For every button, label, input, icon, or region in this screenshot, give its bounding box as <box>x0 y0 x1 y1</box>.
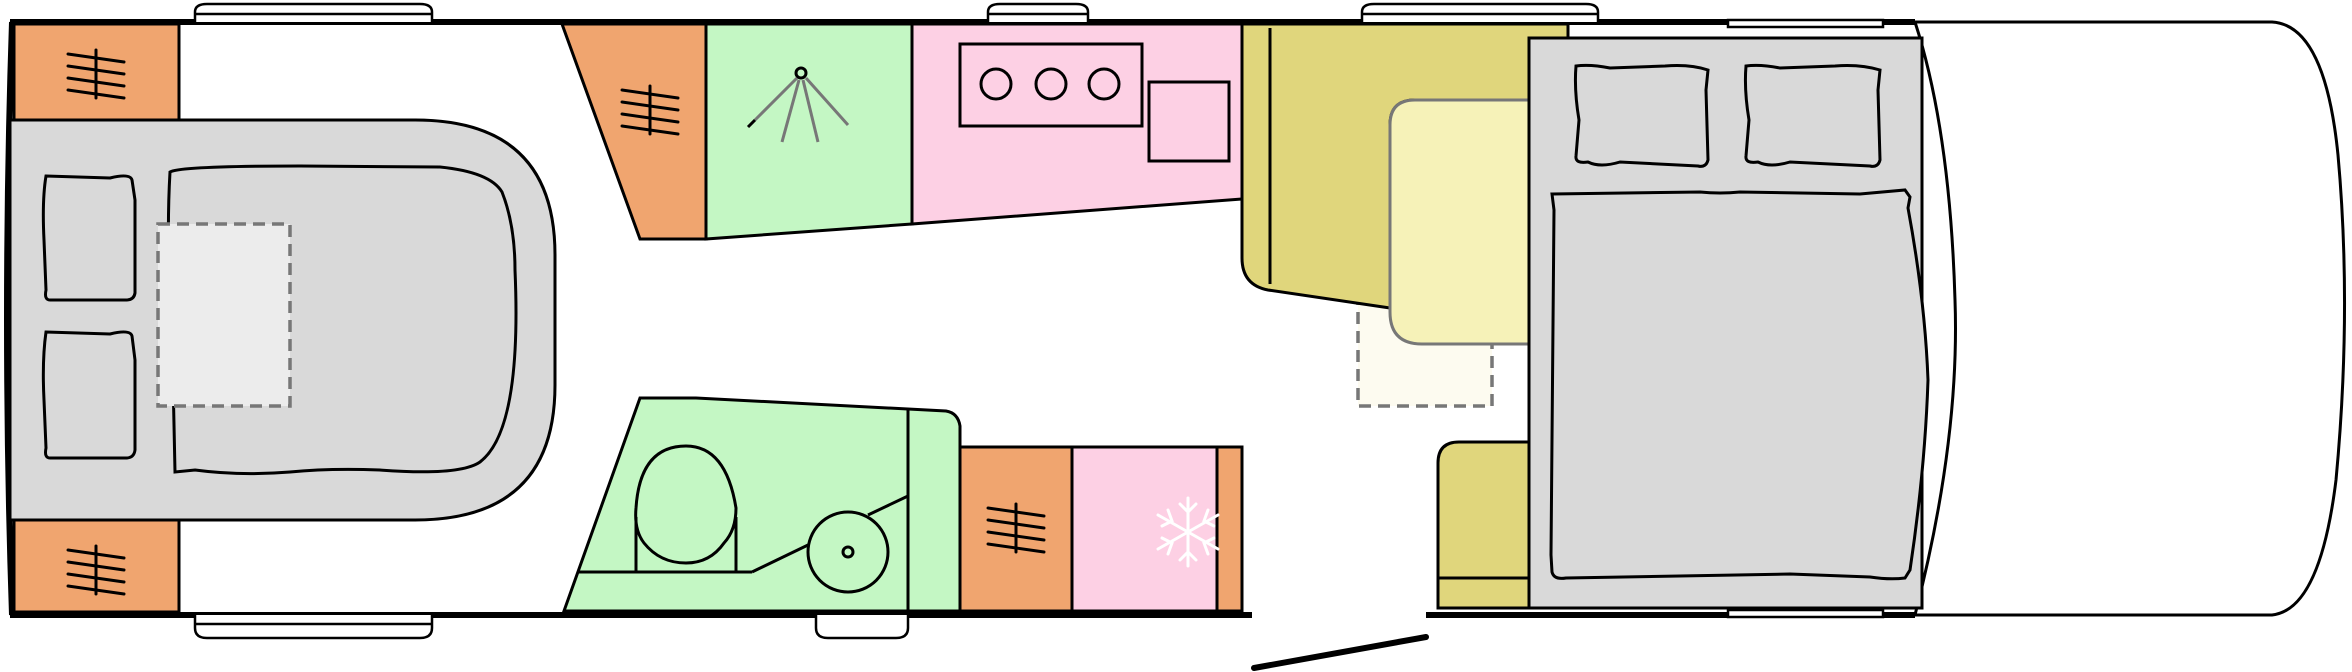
hanging-rail-icon <box>620 84 680 136</box>
kitchen <box>910 22 1244 226</box>
shower-cubicle[interactable] <box>704 22 914 241</box>
rear-wall <box>4 21 15 616</box>
cab-window-top <box>1726 18 1885 29</box>
seat-bench-lower[interactable] <box>1436 440 1531 610</box>
washbasin-back <box>867 494 909 517</box>
cab-front-outline <box>1913 20 2347 617</box>
sink-icon[interactable] <box>1147 80 1231 163</box>
entrance-door-icon[interactable] <box>1251 634 1429 671</box>
pillow-icon <box>41 174 137 302</box>
pillow-icon <box>1743 63 1882 168</box>
hob-burner-icon[interactable] <box>1087 67 1121 101</box>
window-bottom-2 <box>814 615 910 640</box>
washbasin-drain <box>841 545 855 559</box>
skylight-rear <box>156 222 292 408</box>
front-bed-duvet[interactable] <box>1549 188 1930 581</box>
hob-burner-icon[interactable] <box>979 67 1013 101</box>
wardrobe-washroom[interactable] <box>559 22 708 241</box>
hob-burner-icon[interactable] <box>1034 67 1068 101</box>
wardrobe-bottom-narrow[interactable] <box>1215 445 1244 613</box>
side-windows <box>193 2 1885 640</box>
front-seating <box>1240 22 1570 610</box>
window-bottom-1 <box>193 615 434 640</box>
cab-window-bottom <box>1726 608 1885 619</box>
toilet-room <box>561 396 962 613</box>
washbasin-counter <box>751 543 809 574</box>
pillow-icon <box>1573 63 1710 168</box>
pillow-icon <box>41 330 137 460</box>
front-bed <box>1527 36 1930 610</box>
fridge-snowflake-icon <box>1156 496 1220 568</box>
hanging-rail-icon <box>66 48 126 100</box>
fridge-block <box>958 445 1244 613</box>
washroom-shower-area <box>559 22 914 241</box>
hanging-rail-icons <box>66 48 1046 596</box>
hanging-rail-icon <box>66 544 126 596</box>
hanging-rail-icon <box>986 502 1046 554</box>
shower-head-icon <box>746 66 850 143</box>
seat-cushion[interactable] <box>1388 98 1531 346</box>
toilet-room-floor[interactable] <box>561 396 962 613</box>
toilet-icon[interactable] <box>634 444 738 565</box>
